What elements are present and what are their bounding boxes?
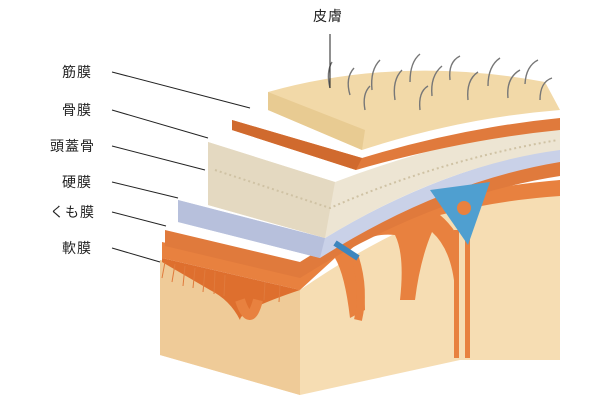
- label-pia-mater: 軟膜: [62, 241, 92, 257]
- periosteum-layer: [232, 118, 560, 170]
- leader-pia: [111, 247, 161, 263]
- label-periosteum: 骨膜: [62, 103, 92, 119]
- blood-vessel: [333, 240, 360, 261]
- pia-fibers: [161, 261, 281, 303]
- leader-fascia: [111, 71, 251, 109]
- label-skin: 皮膚: [313, 9, 343, 25]
- label-arachnoid: くも膜: [50, 205, 95, 221]
- leader-skull: [111, 145, 206, 171]
- label-dura-mater: 硬膜: [62, 175, 92, 191]
- leader-dura: [111, 181, 179, 199]
- arachnoid-granulation: [457, 201, 471, 215]
- leader-arachnoid: [111, 211, 167, 227]
- leader-periosteum: [111, 109, 209, 139]
- leader-lines: [111, 34, 331, 263]
- label-fascia: 筋膜: [62, 65, 92, 81]
- hair-strands: [327, 53, 553, 111]
- label-skull: 頭蓋骨: [50, 139, 95, 155]
